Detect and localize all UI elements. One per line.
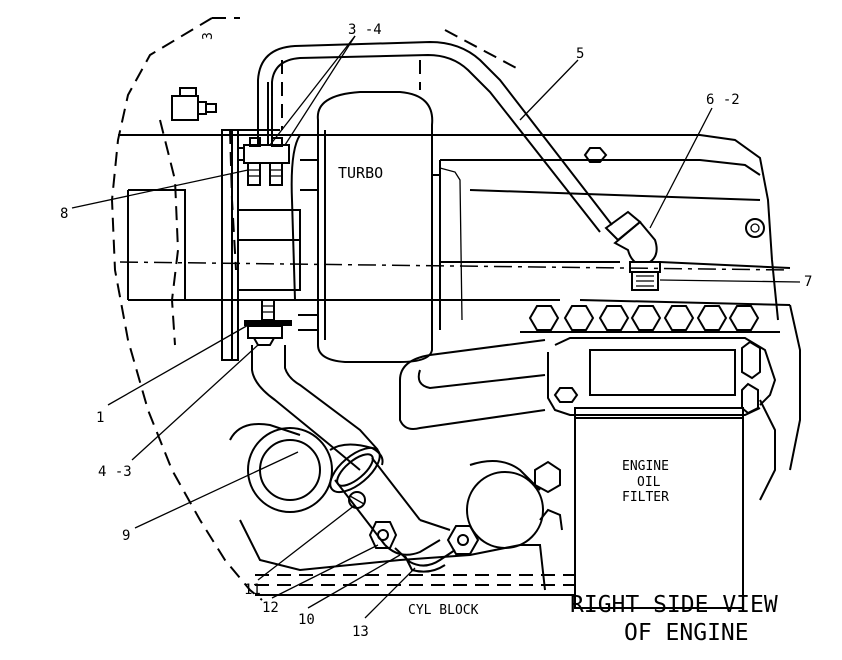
top-flange-bolts	[238, 137, 290, 186]
diagram-title-line2: OF ENGINE	[624, 620, 749, 646]
callout-12: 12	[262, 600, 279, 616]
turbocharger	[281, 60, 440, 363]
diagram-title-line1: RIGHT SIDE VIEW	[570, 592, 778, 618]
cylinder-block	[229, 304, 801, 596]
callout-11: 11	[244, 582, 261, 598]
engine-head-outline	[118, 134, 791, 330]
callout-8: 8	[60, 206, 68, 222]
callout-13: 13	[352, 624, 369, 640]
oil-drain-tube	[251, 345, 451, 556]
elbow-fitting	[604, 210, 661, 291]
block-label: CYL BLOCK	[408, 603, 479, 618]
callout-7: 7	[804, 274, 812, 290]
filter-label-line3: FILTER	[622, 490, 669, 505]
callout-3-sensor: 3	[201, 32, 216, 40]
turbo-flange	[221, 129, 301, 361]
drain-fittings	[348, 491, 480, 573]
filter-label-line2: OIL	[637, 475, 661, 490]
oil-filter-canister	[574, 407, 744, 609]
callout-5: 5	[576, 46, 584, 62]
callout-1: 1	[96, 410, 104, 426]
callout-9: 9	[122, 528, 130, 544]
oil-filter-base	[399, 337, 777, 430]
turbo-label: TURBO	[338, 164, 383, 182]
sensor-component	[171, 87, 217, 121]
callout-6-2: 6 -2	[706, 92, 740, 108]
drain-flange	[244, 299, 292, 346]
head-bolt-row	[520, 305, 780, 333]
callout-3-4: 3 -4	[348, 22, 382, 38]
callout-4-3: 4 -3	[98, 464, 132, 480]
filter-label-line1: ENGINE	[622, 459, 669, 474]
oil-supply-tube	[257, 40, 613, 233]
engine-phantom-outline	[110, 17, 521, 601]
callout-10: 10	[298, 612, 315, 628]
callout-leader-lines	[71, 35, 801, 619]
